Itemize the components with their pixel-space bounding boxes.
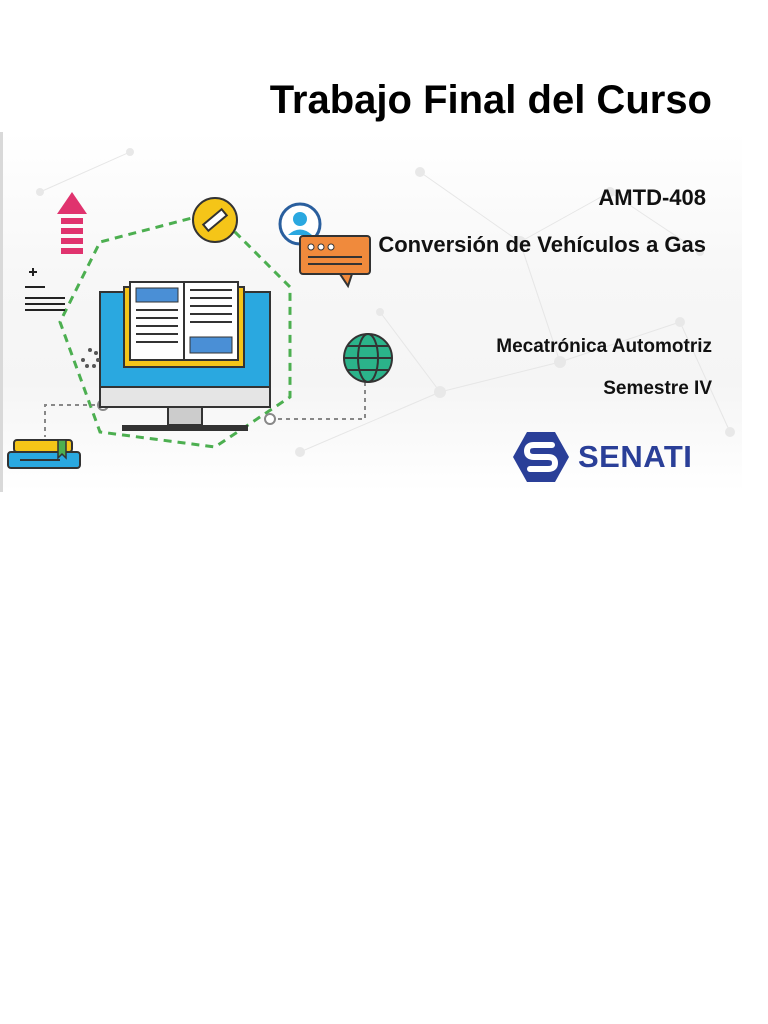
connector-line-left xyxy=(44,404,103,437)
header-banner xyxy=(0,132,742,492)
loading-icon xyxy=(81,348,100,368)
chat-bubble-icon xyxy=(299,235,371,289)
senati-logo-mark-icon xyxy=(513,432,569,482)
pencil-icon xyxy=(192,197,238,243)
books-stack-icon xyxy=(7,439,81,469)
senati-logo: SENATI xyxy=(512,430,692,484)
course-name: Conversión de Vehículos a Gas xyxy=(378,232,706,257)
connector-node xyxy=(264,413,276,425)
list-icon xyxy=(25,268,65,311)
career-name: Mecatrónica Automotriz xyxy=(496,336,712,357)
senati-wordmark: SENATI xyxy=(578,439,693,474)
upload-arrow-icon xyxy=(57,192,87,254)
globe-icon xyxy=(343,333,393,383)
dashed-hexagon xyxy=(58,210,292,449)
education-illustration xyxy=(7,192,393,469)
connector-line-right xyxy=(270,382,366,420)
course-code: AMTD-408 xyxy=(598,185,706,210)
banner-edge xyxy=(0,132,3,492)
document-title: Trabajo Final del Curso xyxy=(269,78,712,122)
semester-label: Semestre IV xyxy=(603,378,712,399)
open-book-icon xyxy=(123,281,245,368)
network-background xyxy=(36,148,735,457)
